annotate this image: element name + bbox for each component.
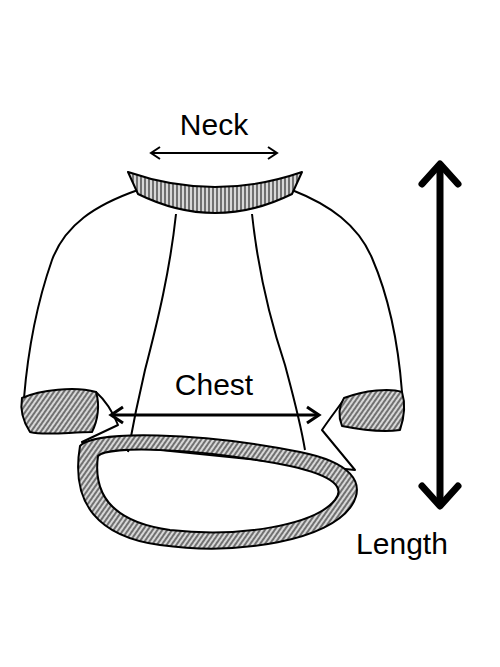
neck-label: Neck <box>180 108 248 141</box>
chest-dimension <box>111 407 319 423</box>
chest-label: Chest <box>175 368 253 401</box>
length-dimension <box>422 164 458 506</box>
hem-band <box>78 435 357 548</box>
left-cuff <box>21 389 98 434</box>
neck-dimension <box>151 147 277 159</box>
length-label: Length <box>356 527 448 560</box>
right-cuff <box>340 390 405 431</box>
collar-band <box>128 172 302 213</box>
